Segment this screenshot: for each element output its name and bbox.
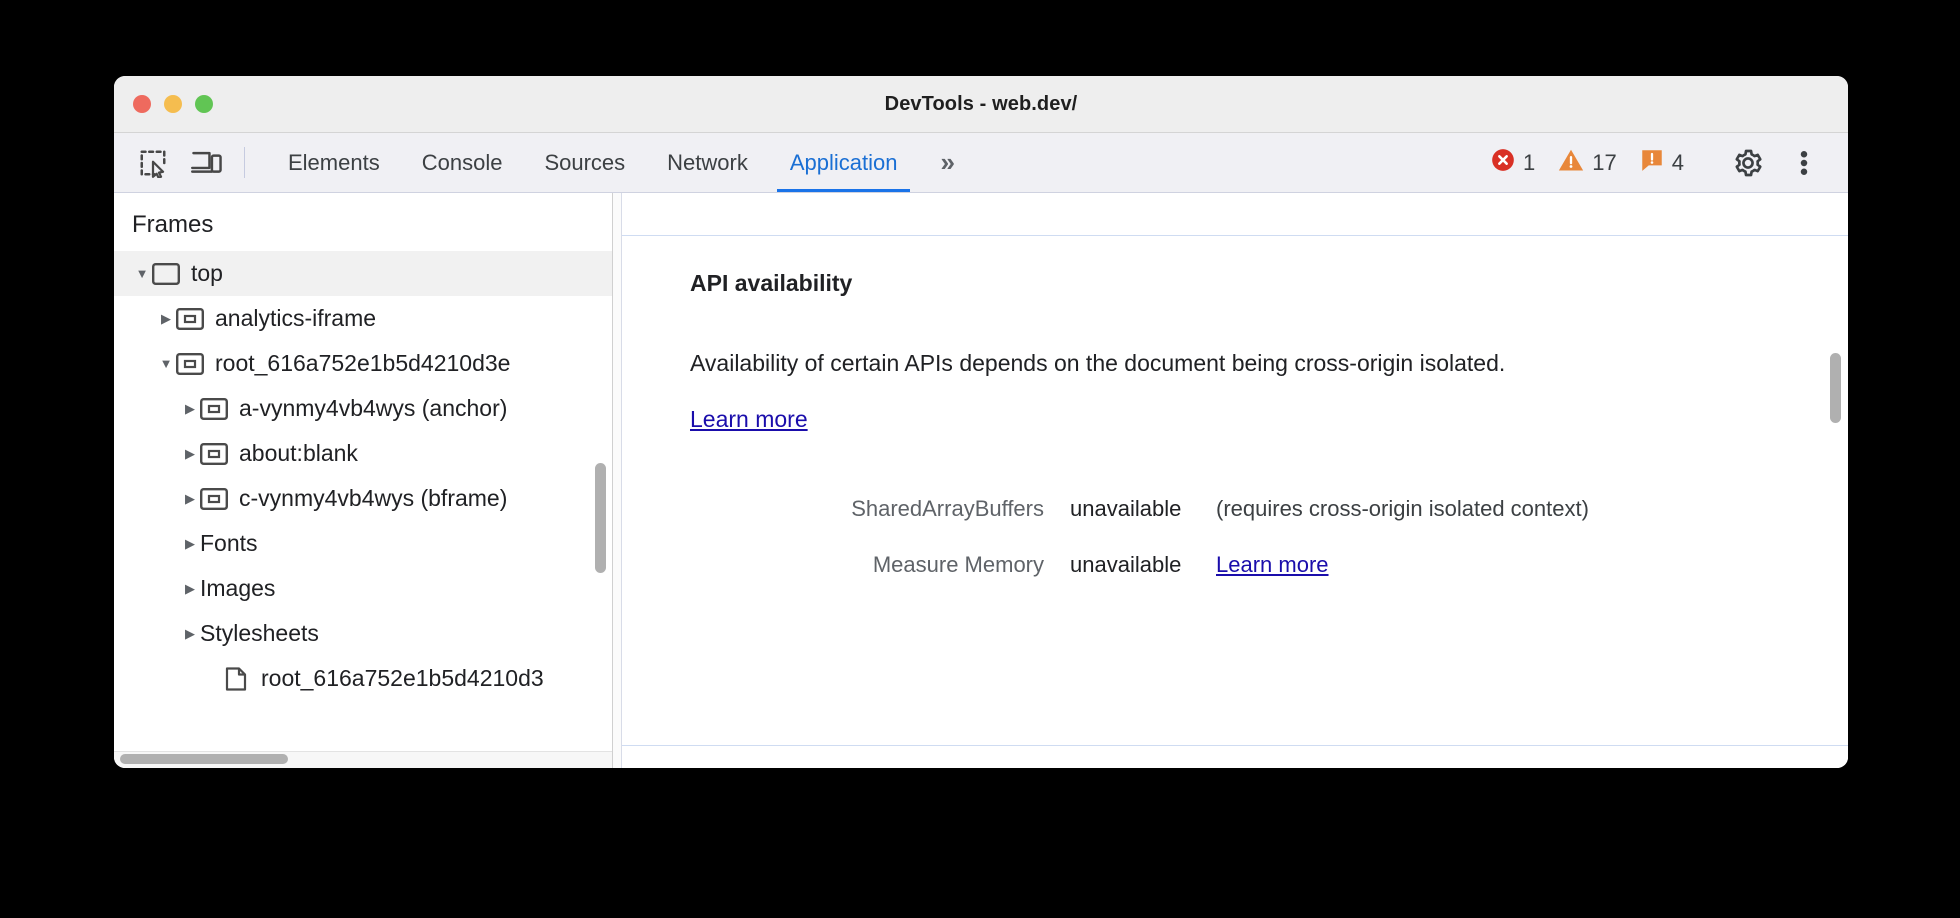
warning-icon (1557, 147, 1585, 179)
devtools-panel: Frames top analytics-iframe (114, 193, 1848, 768)
maximize-window-button[interactable] (195, 95, 213, 113)
api-availability-description: Availability of certain APIs depends on … (690, 335, 1550, 447)
learn-more-link-description[interactable]: Learn more (690, 406, 808, 432)
warning-count: 17 (1592, 149, 1617, 175)
api-row-label: Measure Memory (872, 552, 1044, 577)
error-count: 1 (1523, 149, 1536, 175)
more-tabs-icon[interactable]: » (940, 147, 955, 177)
api-availability-heading: API availability (690, 270, 853, 296)
frame-details-content: API availability Availability of certain… (622, 193, 1848, 768)
tree-item-images[interactable]: Images (114, 566, 612, 611)
close-window-button[interactable] (133, 95, 151, 113)
iframe-icon (200, 442, 228, 465)
tree-item-top[interactable]: top (114, 251, 612, 296)
issue-count-badge[interactable]: 4 (1630, 147, 1693, 179)
tree-item-a-anchor[interactable]: a-vynmy4vb4wys (anchor) (114, 386, 612, 431)
error-icon (1490, 147, 1516, 179)
tree-item-stylesheets[interactable]: Stylesheets (114, 611, 612, 656)
issue-icon (1639, 147, 1665, 179)
sidebar-horizontal-scrollbar-track[interactable] (114, 751, 612, 768)
tab-application[interactable]: Application (769, 133, 919, 192)
tree-item-about-blank[interactable]: about:blank (114, 431, 612, 476)
tree-item-root-document[interactable]: root_616a752e1b5d4210d3 (114, 656, 612, 701)
tree-item-analytics-iframe[interactable]: analytics-iframe (114, 296, 612, 341)
frame-details-pane: API availability Availability of certain… (613, 193, 1848, 768)
tree-item-label: analytics-iframe (215, 305, 377, 331)
api-description-text: Availability of certain APIs depends on … (690, 350, 1506, 376)
twisty-closed-icon[interactable] (180, 446, 200, 462)
twisty-closed-icon[interactable] (180, 536, 200, 552)
tab-network[interactable]: Network (667, 149, 748, 175)
iframe-icon (176, 352, 204, 375)
sidebar-horizontal-scrollbar-thumb[interactable] (120, 754, 288, 764)
api-row-measure-memory: Measure Memory unavailable Learn more (690, 537, 1808, 593)
twisty-open-icon[interactable] (156, 356, 176, 371)
twisty-closed-icon[interactable] (180, 626, 200, 642)
toolbar-left-group (114, 133, 255, 192)
section-divider-bottom (622, 745, 1848, 746)
iframe-icon (200, 397, 228, 420)
learn-more-link-measure-memory[interactable]: Learn more (1216, 552, 1329, 577)
sidebar-title: Frames (132, 211, 214, 238)
tree-item-label: root_616a752e1b5d4210d3e (215, 350, 511, 376)
traffic-lights (133, 95, 213, 113)
window-title: DevTools - web.dev/ (884, 92, 1078, 115)
devtools-window: DevTools - web.dev/ Elements Console Sou (114, 76, 1848, 768)
api-row-note: (requires cross-origin isolated context) (1216, 496, 1589, 521)
tree-item-c-bframe[interactable]: c-vynmy4vb4wys (bframe) (114, 476, 612, 521)
tab-list: Elements Console Sources Network Applica… (267, 133, 918, 192)
iframe-icon (176, 307, 204, 330)
tree-item-label: Fonts (200, 530, 258, 556)
devtools-toolbar: Elements Console Sources Network Applica… (114, 133, 1848, 193)
content-gutter (613, 193, 622, 768)
document-icon (224, 666, 250, 691)
inspect-element-icon[interactable] (126, 133, 180, 192)
api-availability-rows: SharedArrayBuffers unavailable (requires… (690, 481, 1808, 593)
api-row-shared-array-buffers: SharedArrayBuffers unavailable (requires… (690, 481, 1808, 537)
api-row-value: unavailable (1070, 496, 1182, 521)
twisty-closed-icon[interactable] (180, 491, 200, 507)
twisty-closed-icon[interactable] (180, 401, 200, 417)
minimize-window-button[interactable] (164, 95, 182, 113)
window-titlebar: DevTools - web.dev/ (114, 76, 1848, 133)
tree-item-label: a-vynmy4vb4wys (anchor) (239, 395, 508, 421)
tree-item-label: top (191, 260, 223, 286)
tree-item-label: root_616a752e1b5d4210d3 (261, 665, 544, 691)
tab-sources[interactable]: Sources (544, 149, 626, 175)
toolbar-right-group: 1 17 (1481, 133, 1848, 192)
twisty-closed-icon[interactable] (180, 581, 200, 597)
more-vertical-icon[interactable] (1778, 137, 1830, 189)
section-divider-top (622, 235, 1848, 236)
tree-item-root-frame[interactable]: root_616a752e1b5d4210d3e (114, 341, 612, 386)
api-row-value: unavailable (1070, 552, 1182, 577)
device-toolbar-icon[interactable] (180, 133, 234, 192)
frames-sidebar: Frames top analytics-iframe (114, 193, 613, 768)
frames-tree: top analytics-iframe root_616a752e1b5d42… (114, 251, 612, 701)
tree-item-label: c-vynmy4vb4wys (bframe) (239, 485, 508, 511)
tree-item-label: Images (200, 575, 276, 601)
api-row-note: Learn more (1216, 537, 1329, 593)
warning-count-badge[interactable]: 17 (1548, 147, 1625, 179)
tree-item-fonts[interactable]: Fonts (114, 521, 612, 566)
twisty-open-icon[interactable] (132, 266, 152, 281)
twisty-closed-icon[interactable] (156, 311, 176, 327)
iframe-icon (200, 487, 228, 510)
tree-item-label: about:blank (239, 440, 358, 466)
tree-item-label: Stylesheets (200, 620, 319, 646)
toolbar-divider (244, 147, 245, 178)
content-vertical-scrollbar[interactable] (1830, 353, 1841, 423)
gear-icon[interactable] (1722, 137, 1774, 189)
api-availability-section: API availability Availability of certain… (622, 236, 1848, 593)
tab-elements[interactable]: Elements (288, 149, 380, 175)
error-count-badge[interactable]: 1 (1481, 147, 1544, 179)
frame-top-icon (152, 262, 180, 285)
tab-console[interactable]: Console (421, 149, 503, 175)
api-row-label: SharedArrayBuffers (851, 496, 1044, 521)
sidebar-vertical-scrollbar[interactable] (595, 463, 606, 573)
issue-count: 4 (1671, 149, 1684, 175)
